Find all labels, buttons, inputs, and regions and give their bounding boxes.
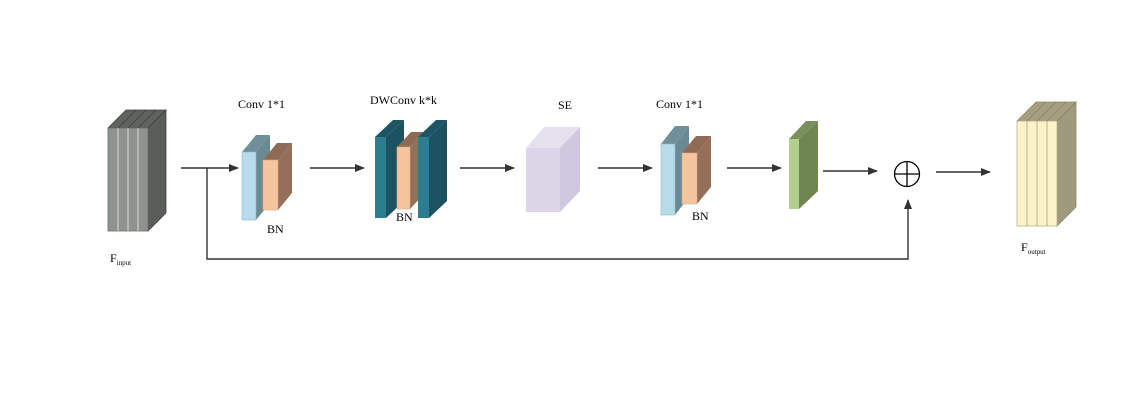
input-feature-block	[107, 109, 167, 232]
conv2-title: Conv 1*1	[656, 97, 703, 111]
conv2-bn-layer	[681, 136, 711, 205]
conv1-title: Conv 1*1	[238, 97, 285, 111]
projection-layer	[789, 121, 818, 209]
dwconv-layer-b	[418, 120, 447, 218]
se-block	[526, 127, 580, 212]
output-label: Foutput	[1021, 240, 1046, 256]
conv1-bn-label: BN	[267, 222, 284, 236]
dwconv-title: DWConv k*k	[370, 93, 437, 107]
circled-plus-icon	[893, 160, 921, 188]
input-label: Finput	[110, 251, 131, 267]
output-feature-block	[1016, 101, 1077, 227]
conv1-bn-layer	[262, 143, 292, 211]
residual-skip-connection	[206, 168, 912, 260]
dwconv-bn-label: BN	[396, 210, 413, 224]
se-title: SE	[558, 98, 572, 112]
conv2-bn-label: BN	[692, 209, 709, 223]
